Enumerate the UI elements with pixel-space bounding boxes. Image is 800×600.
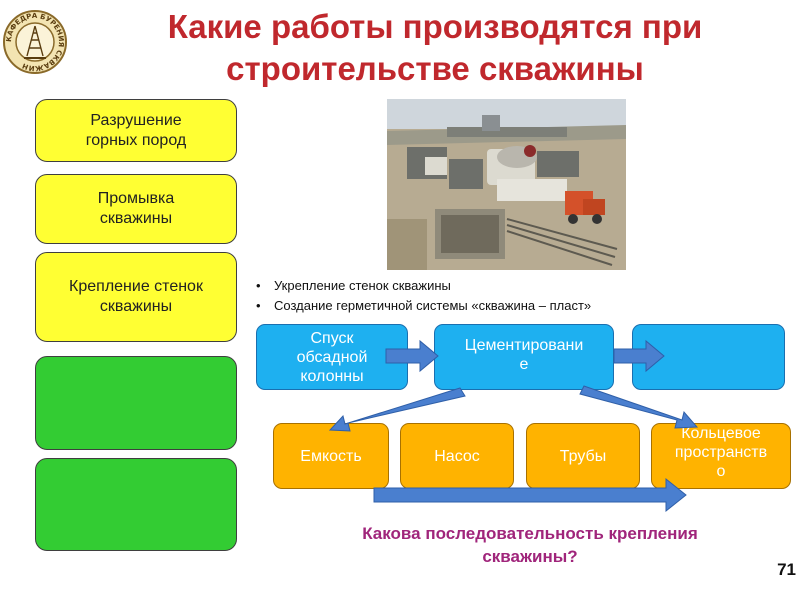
equipment-label: о: [716, 463, 726, 480]
bullet-item: Создание герметичной системы «скважина –…: [250, 296, 770, 316]
department-logo: КАФЕДРА БУРЕНИЯ СКВАЖИН: [2, 2, 68, 82]
stage-label: скважины: [99, 210, 173, 227]
equipment-pump: Насос: [400, 423, 514, 489]
step-label: е: [519, 356, 529, 373]
derrick-icon: [24, 25, 46, 59]
stage-label: горных пород: [85, 131, 187, 149]
stage-label: скважины: [99, 298, 173, 315]
title-line-2: строительстве скважины: [226, 50, 644, 87]
equipment-tank: Емкость: [273, 423, 389, 489]
equipment-annulus: Кольцевое пространств о: [651, 423, 791, 489]
equipment-label: Трубы: [559, 447, 607, 465]
stage-well-flushing: Промывка скважины: [35, 174, 237, 244]
equipment-label: Насос: [434, 447, 480, 465]
step-label: обсадной: [296, 348, 368, 366]
step-label: Цементировани: [464, 337, 584, 354]
slide-title: Какие работы производятся при строительс…: [70, 0, 800, 96]
equipment-label: Кольцевое: [681, 425, 761, 442]
step-label: Спуск: [310, 329, 354, 347]
stage-label: Разрушение: [90, 111, 182, 129]
equipment-label: Емкость: [300, 447, 362, 465]
stage-rock-destruction: Разрушение горных пород: [35, 99, 237, 162]
process-step-empty: [632, 324, 785, 390]
process-step-casing-run: Спуск обсадной колонны: [256, 324, 408, 390]
process-step-cementing: Цементировани е: [434, 324, 614, 390]
arrow-diagonal-icon: [579, 385, 699, 429]
stage-wall-casing: Крепление стенок скважины: [35, 252, 237, 342]
stage-empty-1: [35, 356, 237, 450]
drilling-site-photo: [387, 99, 626, 270]
step-label: колонны: [300, 367, 364, 385]
question-text: Какова последовательность крепления сква…: [290, 522, 770, 568]
question-line: скважины?: [482, 547, 578, 566]
equipment-pipes: Трубы: [526, 423, 640, 489]
stage-empty-2: [35, 458, 237, 551]
page-number: 71: [777, 560, 796, 579]
stage-label: Крепление стенок: [69, 278, 203, 295]
bullet-list: Укрепление стенок скважины Создание герм…: [250, 276, 770, 316]
equipment-label: пространств: [674, 444, 768, 461]
bullet-item: Укрепление стенок скважины: [250, 276, 770, 296]
question-line: Какова последовательность крепления: [362, 524, 698, 543]
title-line-1: Какие работы производятся при: [167, 8, 703, 45]
stage-label: Промывка: [97, 190, 175, 207]
